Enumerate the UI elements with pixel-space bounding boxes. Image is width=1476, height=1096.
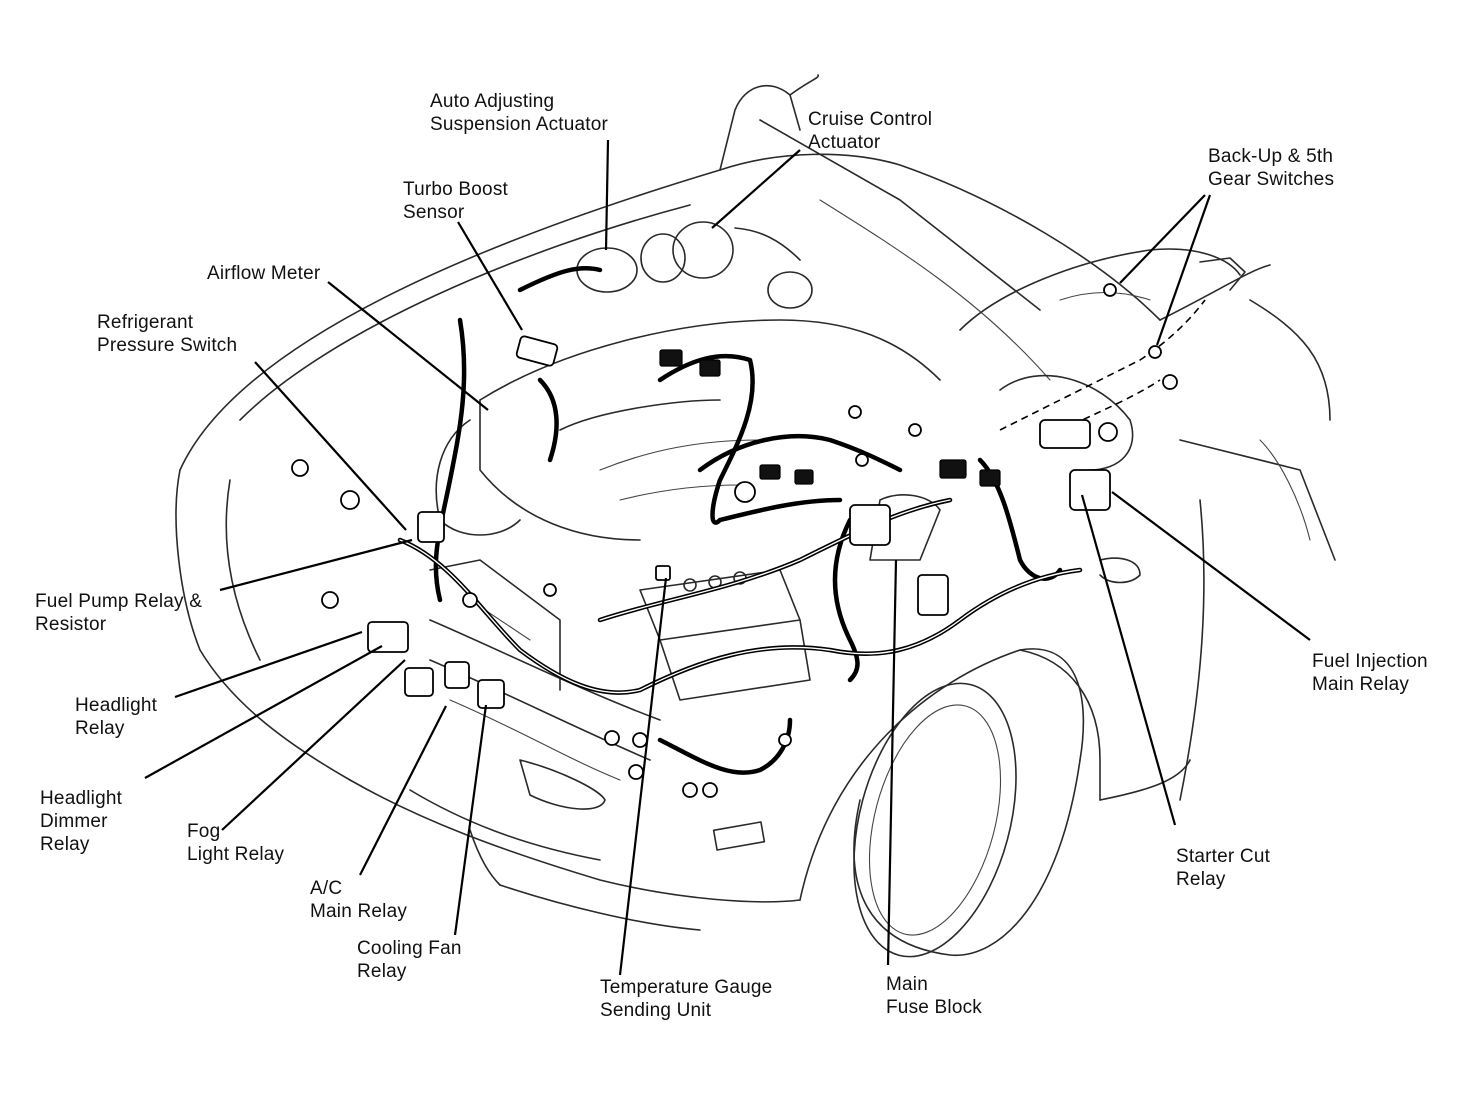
- label-line: Airflow Meter: [207, 263, 321, 284]
- label-cruise-control-actuator: Cruise Control Actuator: [808, 108, 932, 154]
- label-line: Main Relay: [1312, 674, 1410, 695]
- label-line: Gear Switches: [1208, 169, 1335, 190]
- label-headlight-dimmer-relay: Headlight Dimmer Relay: [40, 787, 122, 856]
- leader-starter-cut: [1080, 494, 1177, 826]
- label-line: Fuel Injection: [1312, 651, 1428, 672]
- label-fog-light-relay: Fog Light Relay: [187, 820, 284, 866]
- label-headlight-relay: Headlight Relay: [75, 694, 157, 740]
- label-line: Cruise Control: [808, 109, 933, 130]
- label-line: Resistor: [35, 614, 107, 635]
- label-line: Fuel Pump Relay &: [35, 591, 203, 612]
- label-line: Relay: [1176, 869, 1226, 890]
- label-line: Relay: [75, 718, 125, 739]
- label-line: Pressure Switch: [97, 335, 238, 356]
- leader-turbo-boost: [457, 221, 523, 331]
- label-line: Temperature Gauge: [600, 977, 773, 998]
- label-turbo-boost-sensor: Turbo Boost Sensor: [403, 178, 508, 224]
- label-line: Light Relay: [187, 844, 285, 865]
- label-temperature-gauge-sending-unit: Temperature Gauge Sending Unit: [600, 976, 772, 1022]
- leader-refrigerant: [254, 361, 407, 531]
- label-line: Dimmer: [40, 811, 108, 832]
- leader-cooling-fan: [453, 704, 488, 936]
- label-fuel-injection-main-relay: Fuel Injection Main Relay: [1312, 650, 1428, 696]
- leader-auto-adjusting: [604, 139, 610, 251]
- label-cooling-fan-relay: Cooling Fan Relay: [357, 937, 462, 983]
- components: [291, 283, 1178, 798]
- leader-headlight-relay: [174, 630, 363, 699]
- label-ac-main-relay: A/C Main Relay: [310, 877, 407, 923]
- label-refrigerant-pressure-switch: Refrigerant Pressure Switch: [97, 311, 237, 357]
- label-line: Fog: [187, 821, 221, 842]
- wiring-harness: [397, 265, 1206, 775]
- label-backup-gear-switches: Back-Up & 5th Gear Switches: [1208, 145, 1334, 191]
- leader-main-fuse: [886, 559, 898, 966]
- leader-lines: [144, 139, 1311, 976]
- label-line: Main: [886, 974, 928, 995]
- label-line: Auto Adjusting: [430, 91, 555, 112]
- label-line: Cooling Fan: [357, 938, 462, 959]
- car-body-outline: [175, 74, 1336, 958]
- label-line: Actuator: [808, 132, 881, 153]
- label-line: Back-Up & 5th: [1208, 146, 1334, 167]
- label-line: Suspension Actuator: [430, 114, 609, 135]
- leader-backup-1: [1119, 194, 1206, 284]
- label-starter-cut-relay: Starter Cut Relay: [1176, 845, 1270, 891]
- label-line: Relay: [357, 961, 407, 982]
- leader-airflow-meter: [327, 281, 489, 411]
- label-line: Headlight: [40, 788, 123, 809]
- label-line: Headlight: [75, 695, 158, 716]
- leader-cruise-control: [711, 149, 801, 229]
- label-airflow-meter: Airflow Meter: [207, 262, 320, 285]
- label-line: Relay: [40, 834, 90, 855]
- leader-fog-light: [221, 659, 406, 831]
- leader-temp-gauge: [618, 577, 668, 976]
- label-line: Turbo Boost: [403, 179, 508, 200]
- label-line: Main Relay: [310, 901, 408, 922]
- label-fuel-pump-relay-resistor: Fuel Pump Relay & Resistor: [35, 590, 202, 636]
- leader-backup-2: [1155, 194, 1212, 346]
- label-line: Fuse Block: [886, 997, 982, 1018]
- label-main-fuse-block: Main Fuse Block: [886, 973, 982, 1019]
- label-line: A/C: [310, 878, 343, 899]
- leader-fuel-injection: [1111, 491, 1311, 641]
- label-line: Sending Unit: [600, 1000, 712, 1021]
- leader-fuel-pump: [219, 538, 413, 592]
- label-line: Sensor: [403, 202, 465, 223]
- leader-headlight-dimmer: [144, 645, 383, 779]
- label-line: Refrigerant: [97, 312, 194, 333]
- label-auto-adjusting-suspension-actuator: Auto Adjusting Suspension Actuator: [430, 90, 608, 136]
- leader-ac-main: [359, 705, 447, 876]
- label-line: Starter Cut: [1176, 846, 1271, 867]
